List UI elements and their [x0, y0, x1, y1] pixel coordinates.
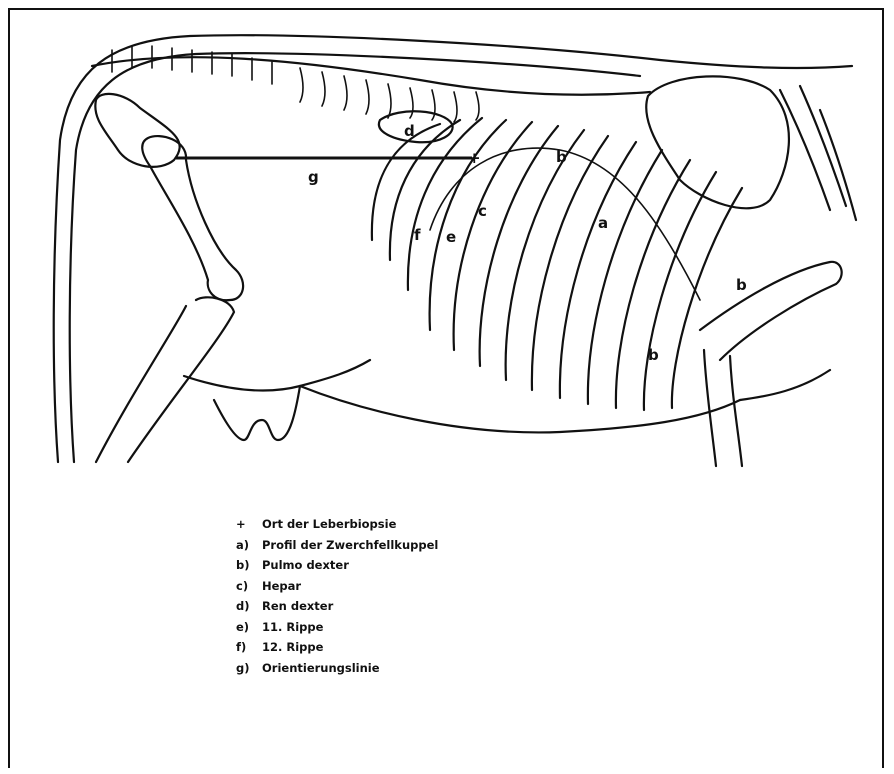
udder: [214, 386, 300, 440]
legend-item: c)Hepar: [236, 576, 438, 597]
legend-key: a): [236, 535, 262, 556]
legend-item: d)Ren dexter: [236, 596, 438, 617]
legend-item: +Ort der Leberbiopsie: [236, 514, 438, 535]
legend-text: Hepar: [262, 576, 301, 597]
kidney: [379, 111, 453, 142]
pelvis: [95, 94, 179, 167]
legend-key: d): [236, 596, 262, 617]
legend-text: Orientierungslinie: [262, 658, 380, 679]
legend-item: g)Orientierungslinie: [236, 658, 438, 679]
spine: [92, 57, 650, 95]
anatomical-drawing: + g d c e f a b b b: [0, 0, 894, 480]
legend-text: Ren dexter: [262, 596, 333, 617]
label-e: e: [446, 228, 456, 246]
femur: [142, 136, 243, 300]
legend-text: Profil der Zwerchfellkuppel: [262, 535, 438, 556]
label-c: c: [478, 202, 487, 220]
legend-item: e)11. Rippe: [236, 617, 438, 638]
legend-key: f): [236, 637, 262, 658]
humerus: [700, 262, 842, 360]
label-a: a: [598, 214, 608, 232]
legend-key: c): [236, 576, 262, 597]
belly-line: [300, 386, 740, 432]
label-d: d: [404, 122, 415, 140]
body-outline-inner: [70, 53, 640, 462]
sternum: [740, 370, 830, 400]
legend-text: Pulmo dexter: [262, 555, 349, 576]
label-f: f: [414, 226, 421, 244]
diaphragm-profile: [430, 148, 700, 300]
label-b-top: b: [556, 148, 567, 166]
legend-text: Ort der Leberbiopsie: [262, 514, 396, 535]
legend-key: e): [236, 617, 262, 638]
label-b-right: b: [736, 276, 747, 294]
legend: +Ort der Leberbiopsie a)Profil der Zwerc…: [236, 514, 438, 678]
legend-key: b): [236, 555, 262, 576]
scapula: [646, 76, 789, 208]
legend-text: 12. Rippe: [262, 637, 323, 658]
abdomen-outline: [184, 360, 370, 391]
legend-item: b)Pulmo dexter: [236, 555, 438, 576]
tibia: [96, 297, 234, 462]
neck-vertebrae: [780, 86, 856, 220]
label-g: g: [308, 168, 319, 186]
legend-text: 11. Rippe: [262, 617, 323, 638]
biopsy-site-marker: +: [468, 149, 481, 167]
legend-item: a)Profil der Zwerchfellkuppel: [236, 535, 438, 556]
legend-item: f)12. Rippe: [236, 637, 438, 658]
legend-key: g): [236, 658, 262, 679]
label-b-bottom: b: [648, 346, 659, 364]
legend-key: +: [236, 514, 262, 535]
